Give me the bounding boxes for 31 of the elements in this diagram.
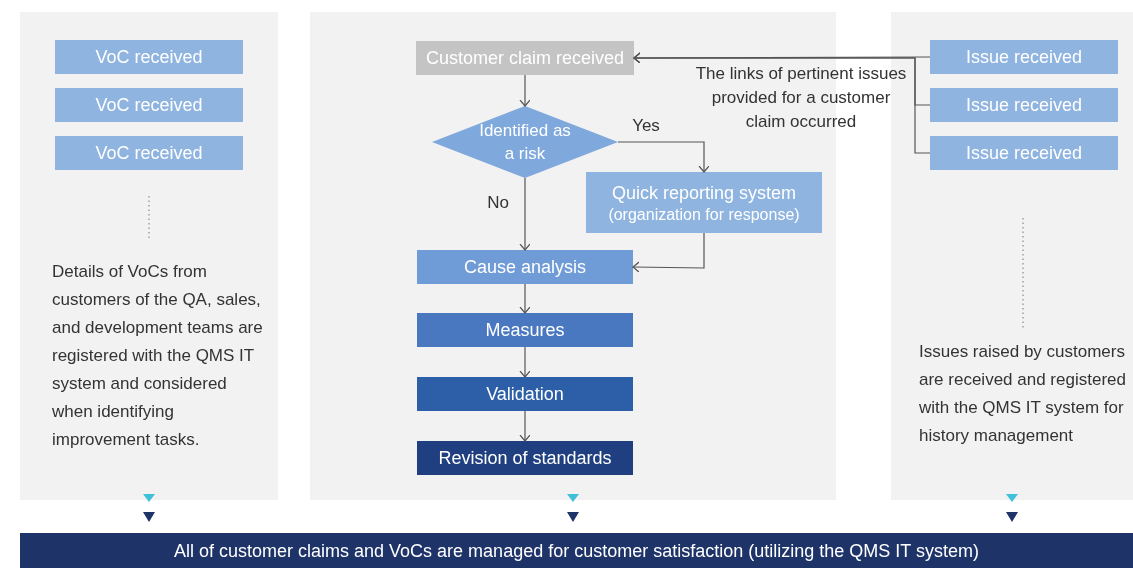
arrow (519, 346, 531, 378)
process-box: Measures (417, 313, 633, 347)
process-box: VoC received (55, 136, 243, 170)
process-box: VoC received (55, 40, 243, 74)
process-box: Revision of standards (417, 441, 633, 475)
panel-background (20, 12, 278, 500)
arrow (519, 283, 531, 314)
triangle-arrow (143, 494, 155, 522)
arrow (633, 52, 931, 154)
triangle-arrow (1006, 494, 1018, 522)
process-box: Quick reporting system (organization for response) (586, 172, 822, 233)
triangle-arrow (567, 494, 579, 522)
process-box: Validation (417, 377, 633, 411)
arrow (519, 74, 531, 107)
process-box: VoC received (55, 88, 243, 122)
process-box: Customer claim received (416, 41, 634, 75)
edge-label: No (486, 192, 510, 214)
decision-diamond: Identified as a risk (432, 106, 618, 178)
description-text: Issues raised by customers are received and registered with the QMS IT system for history management (919, 341, 1127, 447)
process-box: Issue received (930, 136, 1118, 170)
description-text: Details of VoCs from customers of the QA, sales, and development teams are registered with the QMS IT system and considered when identifying improvement tasks. (52, 261, 264, 451)
process-box: Issue received (930, 88, 1118, 122)
edge-label: Yes (631, 115, 661, 137)
process-box: Issue received (930, 40, 1118, 74)
process-box: Cause analysis (417, 250, 633, 284)
edge-label: The links of pertinent issues provided for a customer claim occurred (694, 63, 908, 133)
arrow (519, 410, 531, 442)
arrow (617, 141, 710, 173)
arrow (632, 232, 705, 273)
summary-banner: All of customer claims and VoCs are managed for customer satisfaction (utilizing the QMS IT system) (20, 533, 1133, 568)
arrow (519, 177, 531, 251)
